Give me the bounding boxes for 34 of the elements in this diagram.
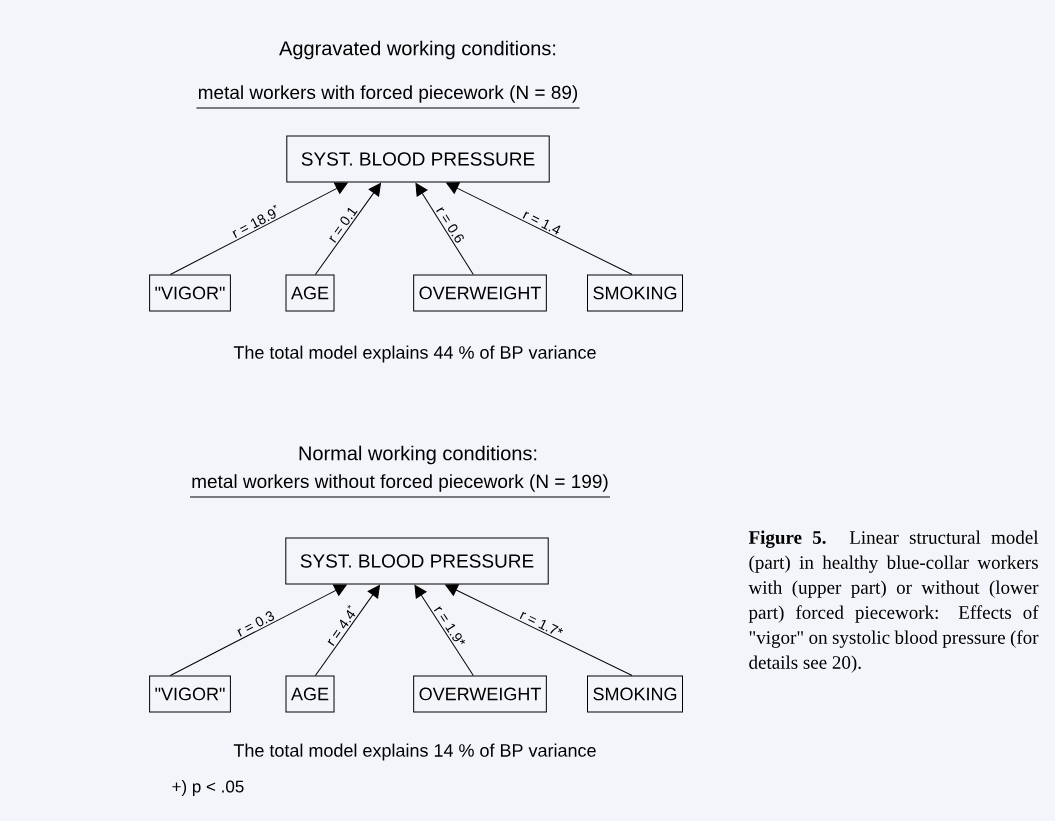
arrow: [445, 584, 633, 676]
factor-box: AGE: [285, 675, 335, 713]
footnote: +) p < .05: [172, 780, 244, 796]
heading: Aggravated working conditions:: [279, 40, 556, 60]
underlined-heading: metal workers without forced piecework (N = 199): [189, 474, 611, 498]
factor-box: AGE: [285, 274, 335, 312]
factor-box: OVERWEIGHT: [413, 274, 547, 312]
outcome-box: SYST. BLOOD PRESSURE: [286, 135, 550, 183]
edge-label: r = 4.4$^{*}$: [327, 604, 356, 646]
arrow: [415, 182, 474, 275]
factor-box: SMOKING: [587, 274, 683, 312]
edge-label: r = 0.1: [329, 207, 358, 243]
edge-label: r = 1.4: [522, 211, 561, 235]
note: The total model explains 14 % of BP variance: [233, 743, 596, 761]
note: The total model explains 44 % of BP variance: [233, 345, 596, 363]
arrow: [314, 182, 381, 275]
arrow: [314, 584, 380, 676]
edge-label: r = 1.7*: [519, 611, 563, 634]
caption: Figure 5. Linear structural model (part) in healthy blue-collar workers with (upper part) or without (lower part) forced piecework: Effects of "vigor" on systolic blood pressure (for details see 20).: [748, 530, 1039, 673]
factor-box: SMOKING: [587, 675, 683, 713]
factor-box: OVERWEIGHT: [413, 675, 547, 713]
heading: Normal working conditions:: [299, 445, 537, 465]
edge-label: r = 0.6: [436, 207, 464, 243]
edge-label: r = 18.9$^{*}$: [232, 204, 277, 238]
factor-box: "VIGOR": [149, 675, 231, 713]
arrow: [169, 182, 348, 275]
edge-label: r = 0.3: [237, 611, 275, 637]
arrow: [169, 584, 347, 676]
arrow: [446, 182, 633, 275]
underlined-heading: metal workers with forced piecework (N = 89): [196, 85, 581, 109]
factor-box: "VIGOR": [149, 274, 231, 312]
arrow: [414, 584, 474, 676]
edge-label: r = 1.9*: [433, 606, 466, 645]
outcome-box: SYST. BLOOD PRESSURE: [285, 537, 549, 585]
